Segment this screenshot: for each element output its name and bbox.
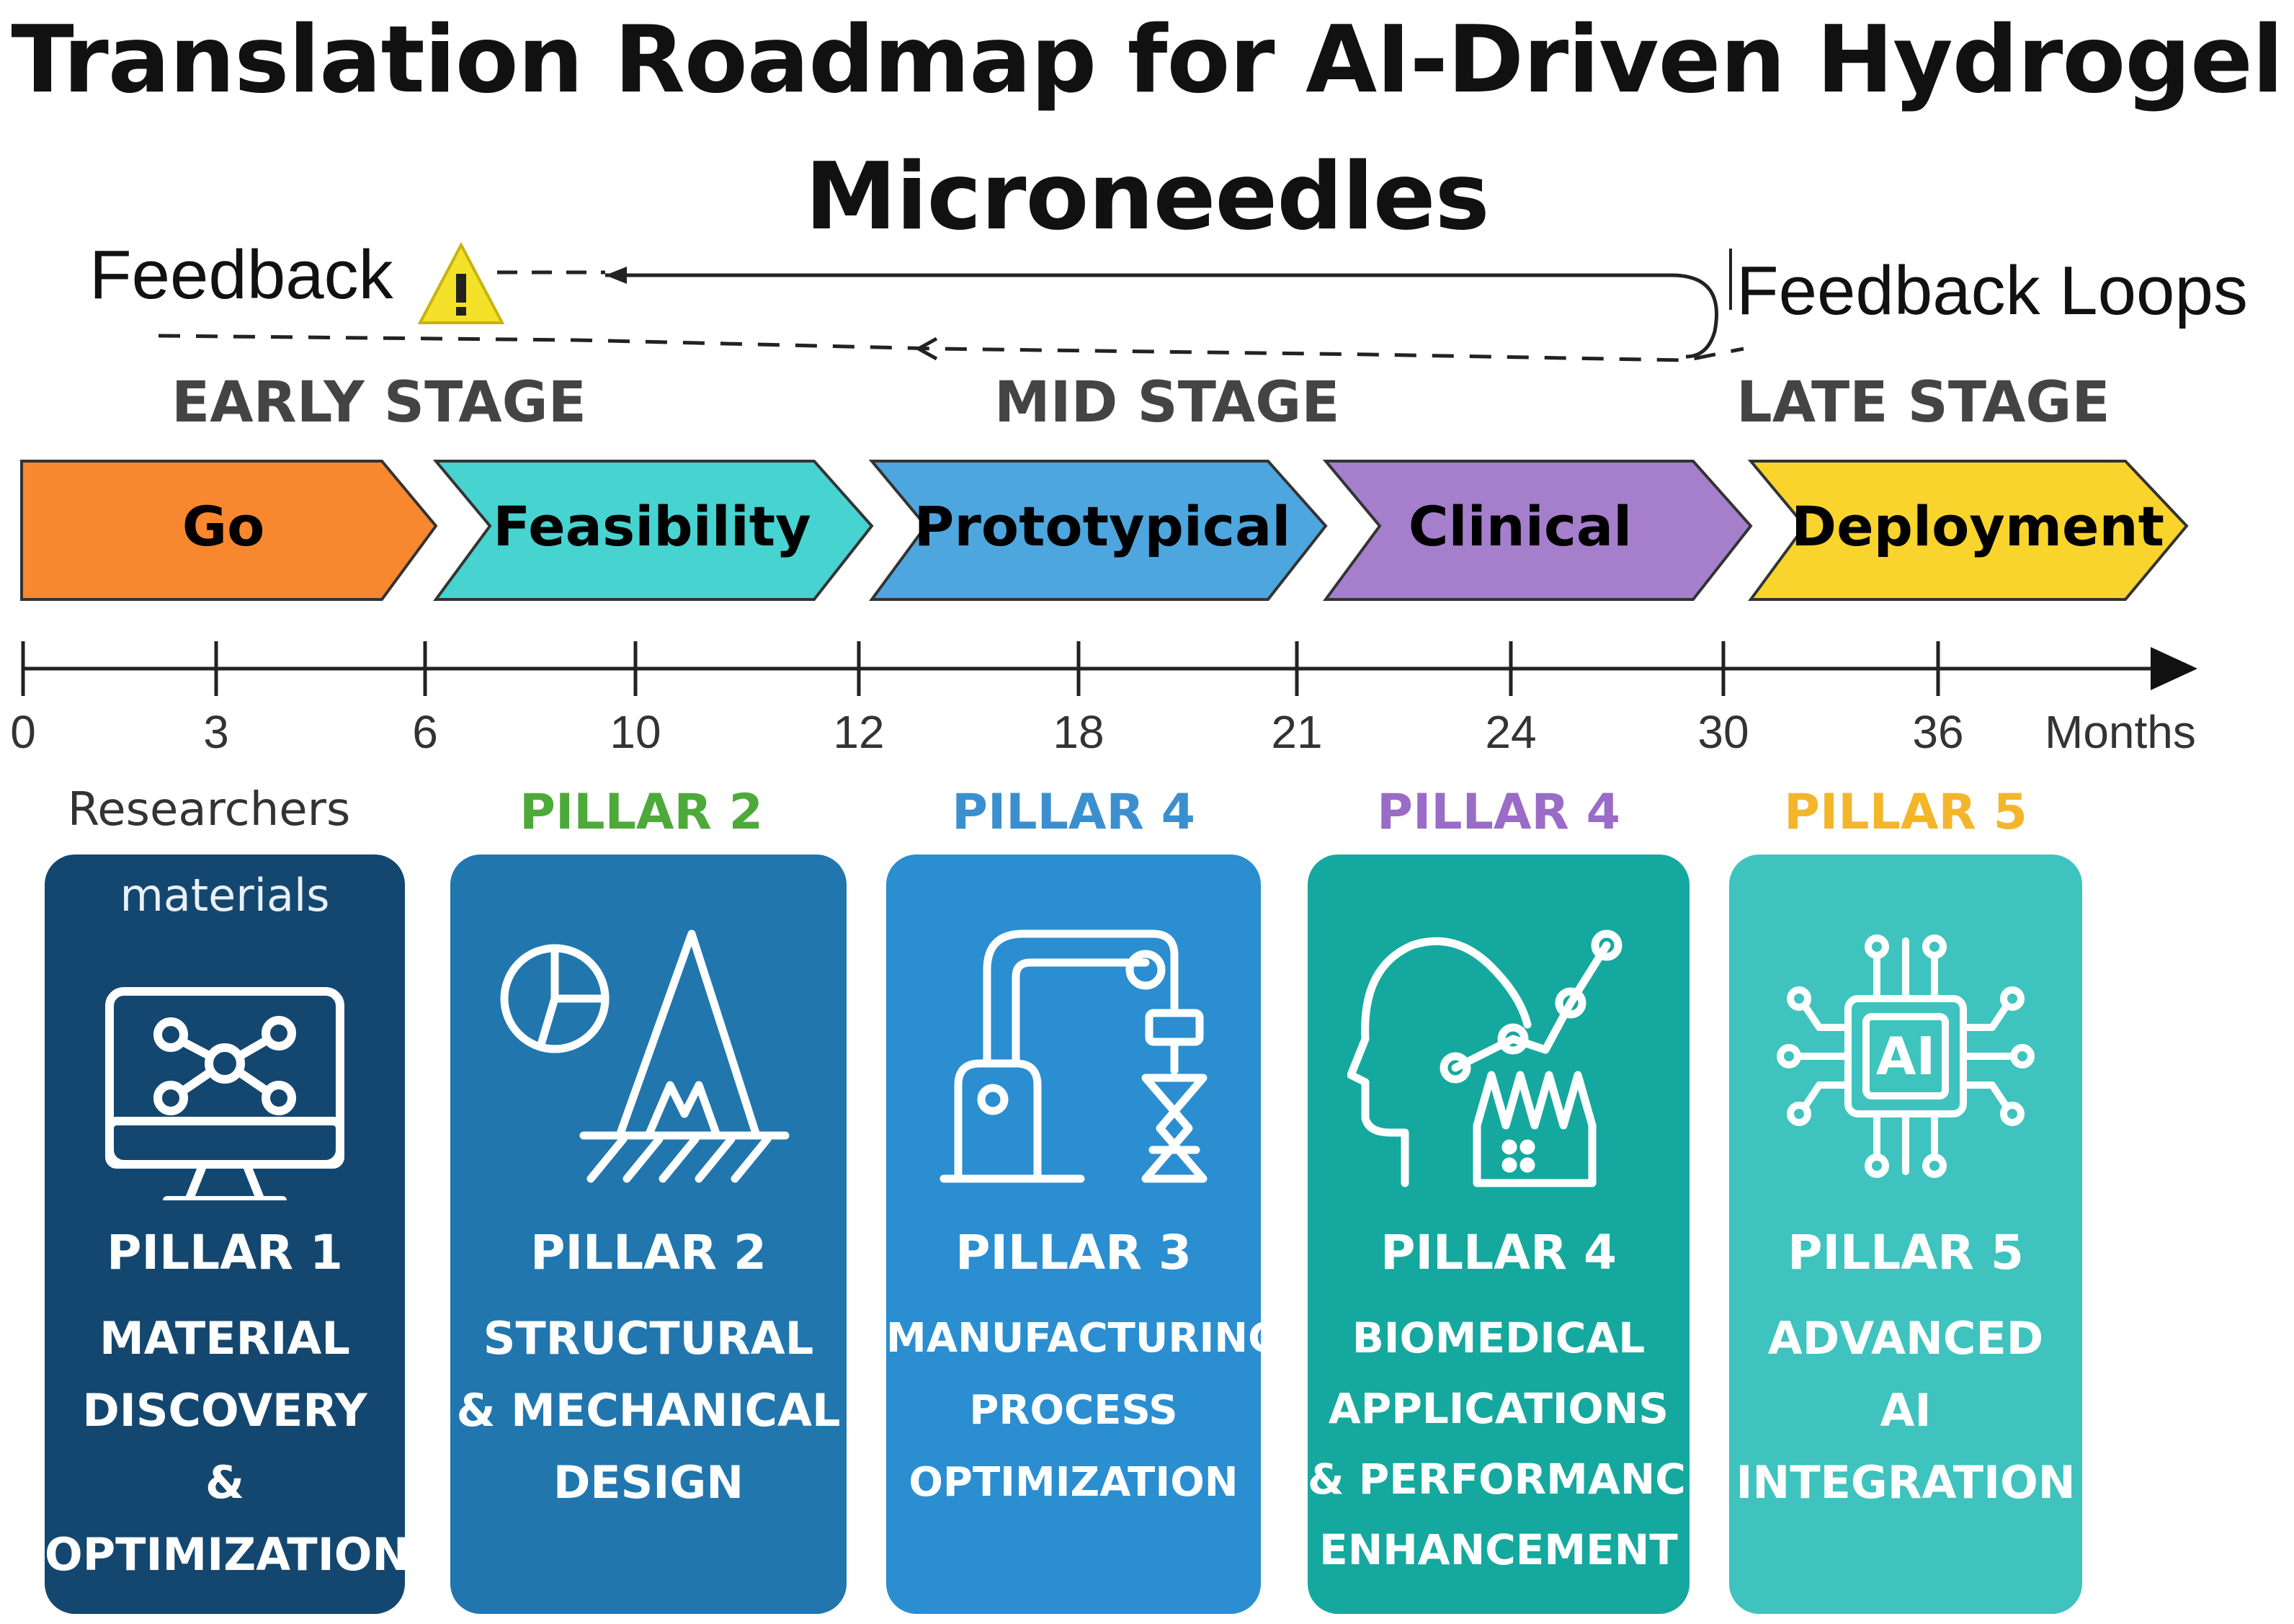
timeline-tick-label: 30 bbox=[1697, 706, 1749, 758]
pillar-5-line-3: INTEGRATION bbox=[1736, 1456, 2076, 1509]
pillar-3-line-3: OPTIMIZATION bbox=[909, 1459, 1239, 1506]
feedback-loops-label: Feedback Loops bbox=[1736, 252, 2248, 329]
feedback-bottom-arrow-icon bbox=[914, 336, 938, 361]
timeline-tick-label: 21 bbox=[1271, 706, 1322, 758]
pillar-4-card[interactable]: PILLAR 4 BIOMEDICAL APPLICATIONS & PERFO… bbox=[1308, 855, 1690, 1614]
timeline-tick-label: 10 bbox=[610, 706, 661, 758]
robot-arm-icon bbox=[940, 929, 1208, 1183]
phase-clinical-label: Clinical bbox=[1409, 494, 1632, 558]
pillar-5-line-1: ADVANCED bbox=[1767, 1312, 2044, 1365]
pillar-1-description: MATERIAL DISCOVERY & OPTIMIZATION bbox=[45, 1303, 405, 1591]
stage-early-label: EARLY STAGE bbox=[171, 370, 586, 435]
pillar-1-line-2: DISCOVERY bbox=[82, 1384, 367, 1437]
pillar-2-line-2: & MECHANICAL bbox=[456, 1384, 841, 1437]
head-analytics-icon bbox=[1347, 929, 1623, 1187]
pillar-2-description: STRUCTURAL & MECHANICAL DESIGN bbox=[450, 1303, 847, 1519]
timeline-tick-label: 18 bbox=[1053, 706, 1104, 758]
pillar-1-title: PILLAR 1 bbox=[107, 1225, 343, 1280]
feedback-top-solid-line bbox=[605, 273, 1718, 359]
timeline-tick-label: 0 bbox=[10, 706, 36, 758]
page-title: Translation Roadmap for AI-Driven Hydrog… bbox=[11, 6, 2283, 114]
above-card-5-label: PILLAR 5 bbox=[1784, 784, 2027, 841]
pillar-5-title: PILLAR 5 bbox=[1788, 1225, 2024, 1280]
phase-chevrons: Go Feasibility Prototypical Clinical Dep… bbox=[20, 460, 2189, 601]
pillar-3-line-1: MANUFACTURING bbox=[886, 1315, 1261, 1362]
phase-feasibility[interactable]: Feasibility bbox=[432, 460, 874, 601]
svg-text:AI: AI bbox=[1876, 1026, 1936, 1087]
pillar-1-line-4: OPTIMIZATION bbox=[45, 1528, 405, 1581]
stage-mid-label: MID STAGE bbox=[994, 370, 1340, 435]
pillar-3-card[interactable]: PILLAR 3 MANUFACTURING PROCESS OPTIMIZAT… bbox=[886, 855, 1261, 1614]
timeline-tick-label: 12 bbox=[833, 706, 884, 758]
warning-icon bbox=[417, 241, 505, 324]
timeline-tick-label: 6 bbox=[412, 706, 438, 758]
pillar-4-line-3: & PERFORMANCE bbox=[1308, 1455, 1690, 1504]
computer-network-icon bbox=[105, 987, 344, 1200]
pillar-2-line-3: DESIGN bbox=[553, 1456, 744, 1509]
feedback-bottom-dashed-line bbox=[158, 334, 1744, 362]
pillar-4-line-1: BIOMEDICAL bbox=[1352, 1313, 1646, 1362]
feedback-loop-diagram bbox=[158, 241, 1744, 362]
pillar-4-line-2: APPLICATIONS bbox=[1328, 1384, 1669, 1433]
phase-go-label: Go bbox=[182, 494, 265, 558]
above-card-4-label: PILLAR 4 bbox=[1377, 784, 1620, 841]
stage-late-label: LATE STAGE bbox=[1736, 370, 2110, 435]
pillar-1-line-1: MATERIAL bbox=[99, 1312, 350, 1365]
pillar-5-card[interactable]: AI PILLAR 5 ADVANCED AI INTEGRATION bbox=[1729, 855, 2082, 1614]
timeline-arrowhead-icon bbox=[2151, 647, 2197, 690]
researchers-label: Researchers bbox=[67, 783, 351, 836]
timeline-tick-label: 3 bbox=[203, 706, 229, 758]
pillar-1-card[interactable]: materials PILLAR 1 MATERIAL DISCOVERY & … bbox=[45, 855, 405, 1614]
ai-chip-icon: AI bbox=[1777, 934, 2035, 1178]
pillar-4-line-4: ENHANCEMENT bbox=[1319, 1525, 1678, 1574]
chart-mountain-icon bbox=[500, 929, 790, 1183]
phase-prototypical-label: Prototypical bbox=[914, 494, 1291, 558]
timeline-tick-label: 36 bbox=[1912, 706, 1963, 758]
pillar-4-description: BIOMEDICAL APPLICATIONS & PERFORMANCE EN… bbox=[1308, 1303, 1690, 1585]
timeline-unit-label: Months bbox=[2045, 706, 2196, 758]
page-title-line-2: Microneedles bbox=[805, 143, 1489, 251]
pillar-2-card[interactable]: PILLAR 2 STRUCTURAL & MECHANICAL DESIGN bbox=[450, 855, 847, 1614]
pillar-2-line-1: STRUCTURAL bbox=[483, 1312, 814, 1365]
phase-feasibility-label: Feasibility bbox=[493, 494, 811, 558]
pillar-5-line-2: AI bbox=[1880, 1384, 1932, 1437]
pillar-3-description: MANUFACTURING PROCESS OPTIMIZATION bbox=[886, 1303, 1261, 1519]
pillar-5-description: ADVANCED AI INTEGRATION bbox=[1729, 1303, 2082, 1519]
feedback-label: Feedback bbox=[89, 236, 393, 313]
pillar-3-title: PILLAR 3 bbox=[955, 1225, 1192, 1280]
timeline-tick-label: 24 bbox=[1485, 706, 1536, 758]
pillar-1-sublabel: materials bbox=[120, 869, 330, 922]
phase-go[interactable]: Go bbox=[20, 460, 438, 601]
pillar-1-line-3: & bbox=[205, 1456, 245, 1509]
phase-deployment-label: Deployment bbox=[1791, 494, 2164, 558]
phase-clinical[interactable]: Clinical bbox=[1322, 460, 1753, 601]
pillar-3-line-2: PROCESS bbox=[969, 1387, 1178, 1434]
phase-deployment[interactable]: Deployment bbox=[1747, 460, 2189, 601]
pillar-2-title: PILLAR 2 bbox=[530, 1225, 767, 1280]
feedback-arrowhead-icon bbox=[605, 267, 627, 284]
above-card-3-label: PILLAR 4 bbox=[952, 784, 1195, 841]
above-card-2-label: PILLAR 2 bbox=[519, 784, 763, 841]
phase-prototypical[interactable]: Prototypical bbox=[868, 460, 1328, 601]
pillar-4-title: PILLAR 4 bbox=[1380, 1225, 1617, 1280]
